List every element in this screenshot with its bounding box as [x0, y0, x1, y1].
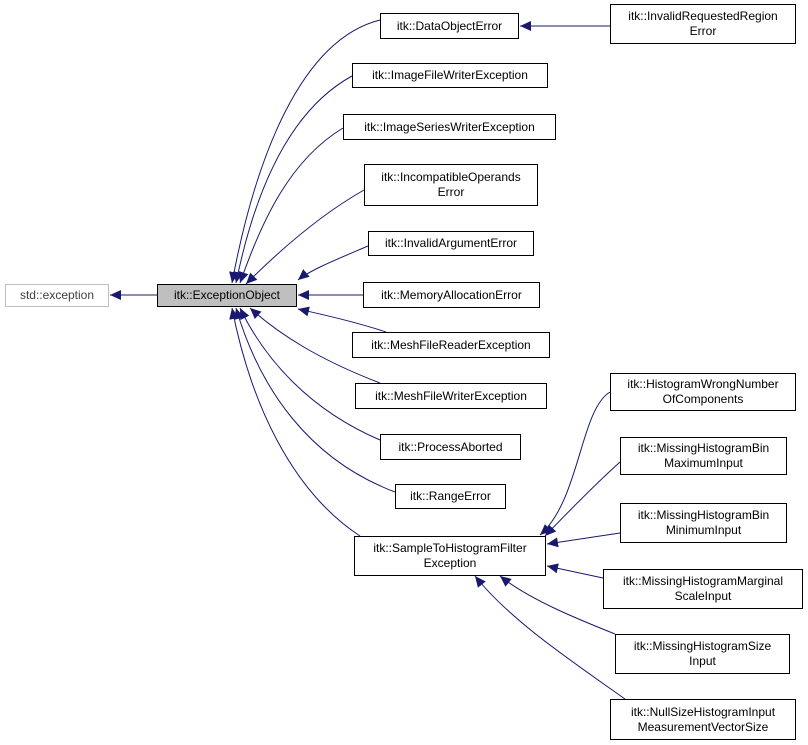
edge-missing-size-to-sample-to-histogram	[499, 575, 616, 635]
edge-invalid-argument-to-exception-object	[297, 245, 369, 281]
node-itk-data-object-error[interactable]: itk::DataObjectError	[380, 13, 519, 39]
node-itk-mesh-file-writer-exception[interactable]: itk::MeshFileWriterException	[355, 383, 547, 409]
edge-missing-bin-minimum-to-sample-to-histogram	[546, 532, 621, 548]
node-itk-missing-histogram-size-input[interactable]: itk::MissingHistogramSize Input	[615, 634, 790, 674]
node-itk-missing-histogram-bin-maximum-input[interactable]: itk::MissingHistogramBin MaximumInput	[620, 437, 787, 475]
edge-missing-bin-maximum-to-sample-to-histogram	[544, 461, 621, 537]
node-itk-exception-object: itk::ExceptionObject	[157, 284, 297, 307]
edge-sample-to-histogram-to-exception-object	[229, 307, 361, 537]
edge-incompatible-operands-to-exception-object	[245, 189, 365, 285]
node-itk-image-series-writer-exception[interactable]: itk::ImageSeriesWriterException	[343, 114, 556, 140]
edge-process-aborted-to-exception-object	[239, 307, 381, 441]
node-std-exception: std::exception	[5, 284, 109, 307]
node-itk-sample-to-histogram-filter-exception[interactable]: itk::SampleToHistogramFilter Exception	[354, 536, 546, 576]
edge-range-error-to-exception-object	[234, 307, 396, 493]
node-itk-process-aborted[interactable]: itk::ProcessAborted	[380, 434, 521, 460]
node-itk-missing-histogram-marginal-scale-input[interactable]: itk::MissingHistogramMarginal ScaleInput	[603, 569, 803, 609]
node-itk-incompatible-operands-error[interactable]: itk::IncompatibleOperands Error	[364, 164, 538, 206]
edge-missing-marginal-scale-to-sample-to-histogram	[546, 563, 604, 579]
node-itk-range-error[interactable]: itk::RangeError	[395, 484, 506, 509]
node-itk-histogram-wrong-number-of-components[interactable]: itk::HistogramWrongNumber OfComponents	[610, 373, 796, 411]
node-itk-invalid-requested-region-error[interactable]: itk::InvalidRequestedRegion Error	[610, 4, 796, 44]
edge-image-series-writer-to-exception-object	[238, 127, 344, 284]
edge-mesh-file-reader-to-exception-object	[297, 306, 387, 333]
edge-mesh-file-writer-to-exception-object	[249, 307, 381, 384]
node-itk-null-size-histogram-input-measurement-vector-size[interactable]: itk::NullSizeHistogramInput MeasurementV…	[610, 699, 796, 740]
node-itk-mesh-file-reader-exception[interactable]: itk::MeshFileReaderException	[352, 332, 550, 358]
edge-data-object-error-to-exception-object	[229, 19, 381, 284]
node-itk-image-file-writer-exception[interactable]: itk::ImageFileWriterException	[352, 63, 548, 88]
node-itk-missing-histogram-bin-minimum-input[interactable]: itk::MissingHistogramBin MinimumInput	[620, 503, 787, 543]
edge-image-file-writer-to-exception-object	[233, 75, 353, 284]
edge-histogram-wrong-number-to-sample-to-histogram	[539, 391, 611, 536]
node-itk-memory-allocation-error[interactable]: itk::MemoryAllocationError	[363, 282, 540, 308]
edge-null-size-to-sample-to-histogram	[474, 575, 626, 700]
node-itk-invalid-argument-error[interactable]: itk::InvalidArgumentError	[368, 231, 534, 256]
